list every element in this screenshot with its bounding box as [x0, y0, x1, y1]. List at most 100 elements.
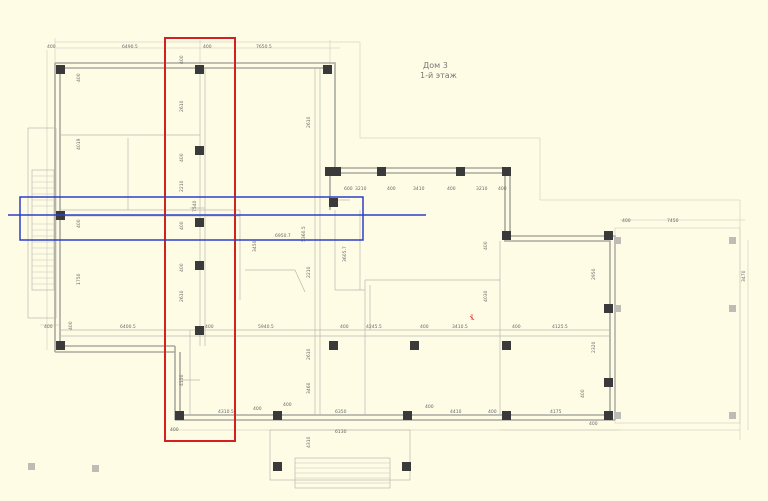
- dim-label: 3470: [741, 270, 747, 282]
- dim-label: 7540: [192, 200, 198, 212]
- dim-label: 400: [512, 324, 521, 330]
- dim-label: 400: [179, 221, 185, 230]
- dim-label: 3210: [476, 186, 488, 192]
- dim-label: 4150: [179, 374, 185, 386]
- dim-label: 400: [170, 427, 179, 433]
- dim-label: 6490.5: [122, 44, 138, 50]
- column: [604, 231, 613, 240]
- column: [604, 378, 613, 387]
- dim-label: 400: [253, 406, 262, 412]
- dim-label: 400: [44, 324, 53, 330]
- porch-stair: [269, 429, 411, 489]
- dim-label: 400: [68, 321, 74, 330]
- dim-label: 400: [498, 186, 507, 192]
- post: [614, 305, 621, 312]
- dim-label: 6950.7: [275, 233, 291, 239]
- dim-label: 400: [589, 421, 598, 427]
- dim-label: 2320: [591, 341, 597, 353]
- column: [332, 167, 341, 176]
- dim-label: 400: [205, 324, 214, 330]
- internal-partitions: [60, 68, 610, 415]
- column: [410, 341, 419, 350]
- column: [195, 65, 204, 74]
- column: [456, 167, 465, 176]
- left-stair: [27, 127, 57, 319]
- dim-label: 600: [344, 186, 353, 192]
- column: [377, 167, 386, 176]
- column: [195, 218, 204, 227]
- terrace: [614, 227, 741, 424]
- column: [323, 65, 332, 74]
- dim-label: 6130: [335, 429, 347, 435]
- dim-label: 400: [179, 55, 185, 64]
- columns: [28, 65, 736, 472]
- column: [175, 411, 184, 420]
- column: [195, 146, 204, 155]
- dim-label: 400: [420, 324, 429, 330]
- post: [614, 412, 621, 419]
- column: [329, 341, 338, 350]
- post: [28, 463, 35, 470]
- column: [273, 411, 282, 420]
- column: [195, 326, 204, 335]
- column: [325, 167, 334, 176]
- dim-label: 6350: [335, 409, 347, 415]
- dim-label: 3460: [306, 382, 312, 394]
- post: [92, 465, 99, 472]
- dim-label: 400: [580, 389, 586, 398]
- dim-label: 400: [488, 409, 497, 415]
- dim-label: 4410: [450, 409, 462, 415]
- column: [502, 231, 511, 240]
- dim-label: 2610: [306, 116, 312, 128]
- dim-label: 4125.5: [552, 324, 568, 330]
- dim-label: 400: [447, 186, 456, 192]
- dim-label: 400: [179, 153, 185, 162]
- dim-label: 3410: [413, 186, 425, 192]
- dim-label: 1750: [76, 273, 82, 285]
- dim-label: 400: [203, 44, 212, 50]
- dim-label: 4310.5: [218, 409, 234, 415]
- column: [502, 411, 511, 420]
- dim-label: 7450: [667, 218, 679, 224]
- post: [729, 237, 736, 244]
- dim-label: 6400.5: [120, 324, 136, 330]
- plan-title-house: Дом 3: [423, 61, 448, 70]
- post: [729, 412, 736, 419]
- dim-label: 2210: [306, 266, 312, 278]
- column: [403, 411, 412, 420]
- plan-title-floor: 1-й этаж: [420, 71, 457, 80]
- column: [56, 341, 65, 350]
- dim-label: 400: [340, 324, 349, 330]
- dim-label: 400: [283, 402, 292, 408]
- column: [195, 261, 204, 270]
- dim-label: 5940.5: [258, 324, 274, 330]
- dim-label: 400: [425, 404, 434, 410]
- dimension-frame-lines: [40, 38, 749, 440]
- column: [502, 167, 511, 176]
- column: [604, 304, 613, 313]
- dim-label: 7650.5: [256, 44, 272, 50]
- dim-label: 400: [387, 186, 396, 192]
- blue-highlight-box: [19, 196, 364, 241]
- dim-label: 400: [76, 219, 82, 228]
- dim-label: 4019: [76, 138, 82, 150]
- dim-label: 3450: [252, 240, 258, 252]
- column: [329, 198, 338, 207]
- post: [729, 305, 736, 312]
- dim-label: 2610: [179, 100, 185, 112]
- dim-label: 400: [483, 241, 489, 250]
- dim-label: 5360.5: [301, 226, 307, 242]
- dim-label: 400: [76, 73, 82, 82]
- column: [56, 65, 65, 74]
- dim-label: 2210: [179, 180, 185, 192]
- column: [273, 462, 282, 471]
- dimension-labels: 400 6490.5 400 7650.5 400 4019 400 1750 …: [44, 44, 747, 448]
- column: [402, 462, 411, 471]
- dim-label: 400: [179, 263, 185, 272]
- dim-label: 3210: [355, 186, 367, 192]
- dim-label: 4310: [306, 436, 312, 448]
- dim-label: 400: [622, 218, 631, 224]
- dim-label: 4245.5: [366, 324, 382, 330]
